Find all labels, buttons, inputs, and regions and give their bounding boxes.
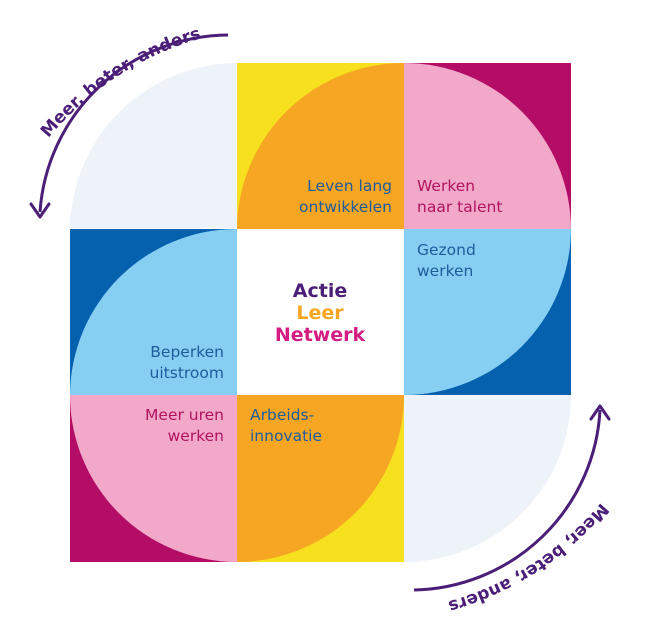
center-line-leer: Leer <box>296 302 344 324</box>
arrow-bottom-right-head <box>589 404 611 421</box>
center-line-netwerk: Netwerk <box>274 324 366 346</box>
arrow-bottom-right <box>413 409 602 592</box>
center-title: Actie Leer Netwerk <box>237 280 403 346</box>
label-leven-lang: Leven lang ontwikkelen <box>299 177 392 216</box>
tile-bottom-right-pale <box>404 395 571 562</box>
label-beperken-uitstroom: Beperken uitstroom <box>149 343 224 382</box>
tile-top-left-pale <box>70 63 237 230</box>
label-meer-uren-werken: Meer uren werken <box>145 406 224 445</box>
arrow-top-left-head <box>29 202 51 219</box>
center-tile <box>237 229 404 395</box>
tile-arbeids-shape <box>237 395 404 562</box>
label-arbeidsinnovatie: Arbeids- innovatie <box>250 406 323 445</box>
arrow-top-left <box>38 33 229 213</box>
tile-meer-uren-shape <box>70 395 237 562</box>
tile-leven-lang-shape <box>237 63 404 229</box>
center-line-actie: Actie <box>292 280 348 302</box>
tile-beperken-shape <box>70 229 237 395</box>
tile-werken-talent-shape <box>404 63 571 229</box>
label-gezond-werken: Gezond werken <box>417 241 476 280</box>
tile-gezond-shape <box>404 229 571 395</box>
label-werken-naar-talent: Werken naar talent <box>417 177 503 216</box>
